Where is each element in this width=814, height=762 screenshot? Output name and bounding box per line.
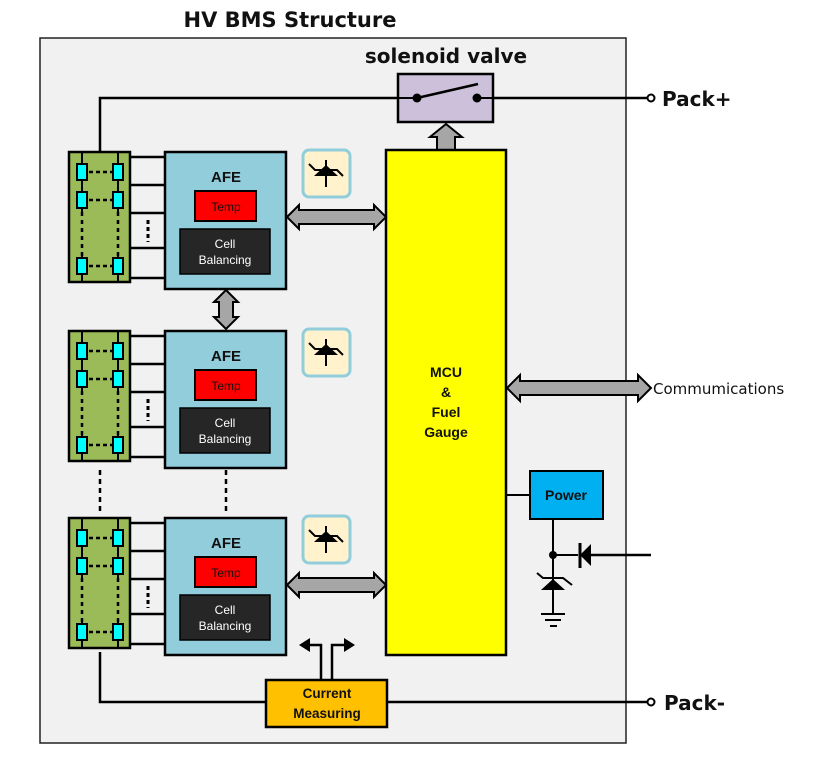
temp-label: Temp <box>211 200 241 214</box>
zener-diode-icon <box>536 572 573 590</box>
temp-label: Temp <box>211 566 241 580</box>
afe3-mcu-arrow <box>285 570 388 600</box>
cell-stack <box>67 150 132 284</box>
afe1-afe2-arrow <box>211 288 241 331</box>
current-label: Current <box>303 686 352 701</box>
battery-cell-icon <box>112 342 124 360</box>
temp-label: Temp <box>211 379 241 393</box>
communications-arrow <box>505 372 653 404</box>
battery-cell-icon <box>76 529 88 547</box>
battery-cell-icon <box>112 623 124 641</box>
cell-balancing-block <box>179 594 271 641</box>
pack-minus-wire-left <box>98 652 266 704</box>
cell-balancing-label-2: Balancing <box>199 619 252 633</box>
communications-label: Commumications <box>653 380 784 398</box>
cell-balancing-block <box>179 407 271 454</box>
cell-balancing-label-1: Cell <box>215 603 236 617</box>
cell-balancing-label-1: Cell <box>215 237 236 251</box>
mcu-label: MCU <box>430 364 462 380</box>
temp-sensor-block <box>194 190 257 222</box>
battery-cell-icon <box>112 557 124 575</box>
measuring-label: Measuring <box>293 706 361 721</box>
cell-balancing-label-2: Balancing <box>199 253 252 267</box>
diagram-title: HV BMS Structure <box>184 8 397 32</box>
pack-plus-label: Pack+ <box>662 87 732 111</box>
mcu-ampersand: & <box>441 384 451 400</box>
afe1-mcu-arrow <box>285 202 388 232</box>
gauge-label: Gauge <box>424 424 468 440</box>
battery-cell-icon <box>112 370 124 388</box>
battery-cell-icon <box>112 257 124 275</box>
ground-icon <box>541 613 565 627</box>
battery-cell-icon <box>76 257 88 275</box>
current-measuring-block: Current Measuring <box>264 678 389 729</box>
cell-stack <box>67 516 132 650</box>
current-measuring-output-arrows <box>299 638 355 680</box>
cell-balancing-block <box>179 228 271 275</box>
battery-cell-icon <box>76 342 88 360</box>
pack-plus-wire-left <box>98 96 398 152</box>
afe-title: AFE <box>211 535 241 552</box>
battery-cell-icon <box>76 623 88 641</box>
diode-icon <box>578 543 591 568</box>
temp-sensor-block <box>194 556 257 588</box>
solenoid-valve-label: solenoid valve <box>365 44 527 68</box>
battery-cell-icon <box>76 191 88 209</box>
battery-cell-icon <box>112 436 124 454</box>
mcu-fuel-gauge-block: MCU & Fuel Gauge <box>384 148 508 657</box>
fuel-label: Fuel <box>432 404 461 420</box>
solenoid-valve <box>396 72 495 124</box>
cell-stack <box>67 329 132 463</box>
pack-minus-terminal <box>646 697 656 707</box>
temp-sensor-block <box>194 369 257 401</box>
cell-balancing-label-2: Balancing <box>199 432 252 446</box>
pack-minus-label: Pack- <box>664 691 725 715</box>
battery-cell-icon <box>112 163 124 181</box>
battery-cell-icon <box>76 436 88 454</box>
switch-contact-icon <box>472 93 482 103</box>
switch-lever-icon <box>416 82 479 100</box>
battery-cell-icon <box>76 557 88 575</box>
afe-title: AFE <box>211 169 241 186</box>
tvs-diode-icon <box>301 514 352 565</box>
power-block: Power <box>529 470 604 520</box>
tvs-diode-icon <box>301 148 352 199</box>
tvs-diode-icon <box>301 327 352 378</box>
battery-cell-icon <box>112 529 124 547</box>
power-label: Power <box>545 487 588 503</box>
battery-cell-icon <box>76 163 88 181</box>
battery-cell-icon <box>76 370 88 388</box>
pack-plus-terminal <box>646 93 656 103</box>
battery-cell-icon <box>112 191 124 209</box>
cell-balancing-label-1: Cell <box>215 416 236 430</box>
afe-title: AFE <box>211 348 241 365</box>
